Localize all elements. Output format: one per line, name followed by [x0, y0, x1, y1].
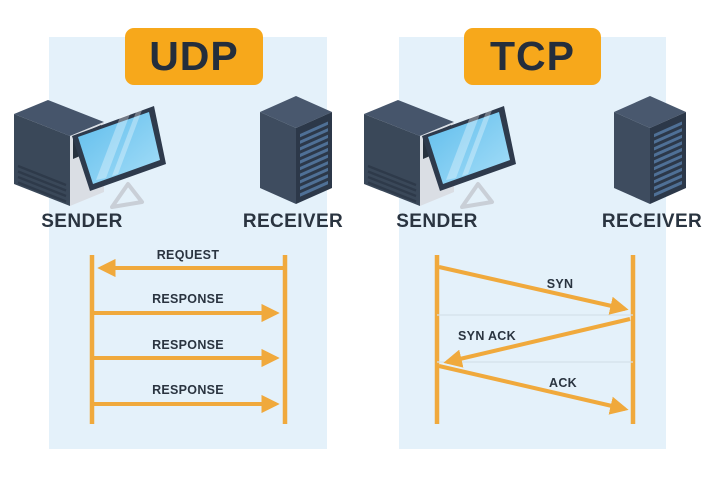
tcp-ack-arrow [438, 364, 629, 415]
udp-sender-computer-icon [12, 98, 168, 209]
tcp-receiver-label: RECEIVER [601, 211, 703, 232]
tcp-sender-label: SENDER [396, 211, 478, 232]
udp-receiver-label: RECEIVER [242, 211, 344, 232]
tcp-syn-arrow [438, 265, 629, 315]
tcp-message-label-ack: ACK [549, 376, 577, 390]
udp-message-label-response-1: RESPONSE [152, 292, 224, 306]
udp-message-label-response-2: RESPONSE [152, 338, 224, 352]
tcp-synack-arrow [443, 317, 631, 368]
udp-sequence-diagram: REQUEST RESPONSE RESPONSE RESPONSE [89, 248, 288, 424]
tcp-receiver-server-icon [614, 96, 686, 204]
tcp-message-label-syn: SYN [547, 277, 574, 291]
tcp-panel [399, 37, 666, 449]
udp-receiver-server-icon [260, 96, 332, 204]
tcp-sender-computer-icon [362, 98, 518, 209]
tcp-message-label-synack: SYN ACK [458, 329, 516, 343]
tcp-sequence-diagram: SYN SYN ACK ACK [434, 255, 636, 424]
udp-protocol-badge: UDP [125, 28, 263, 85]
udp-message-label-response-3: RESPONSE [152, 383, 224, 397]
udp-message-label-request: REQUEST [157, 248, 220, 262]
udp-sender-label: SENDER [41, 211, 123, 232]
tcp-protocol-label: TCP [490, 33, 575, 79]
udp-protocol-label: UDP [149, 33, 239, 79]
tcp-protocol-badge: TCP [464, 28, 601, 85]
